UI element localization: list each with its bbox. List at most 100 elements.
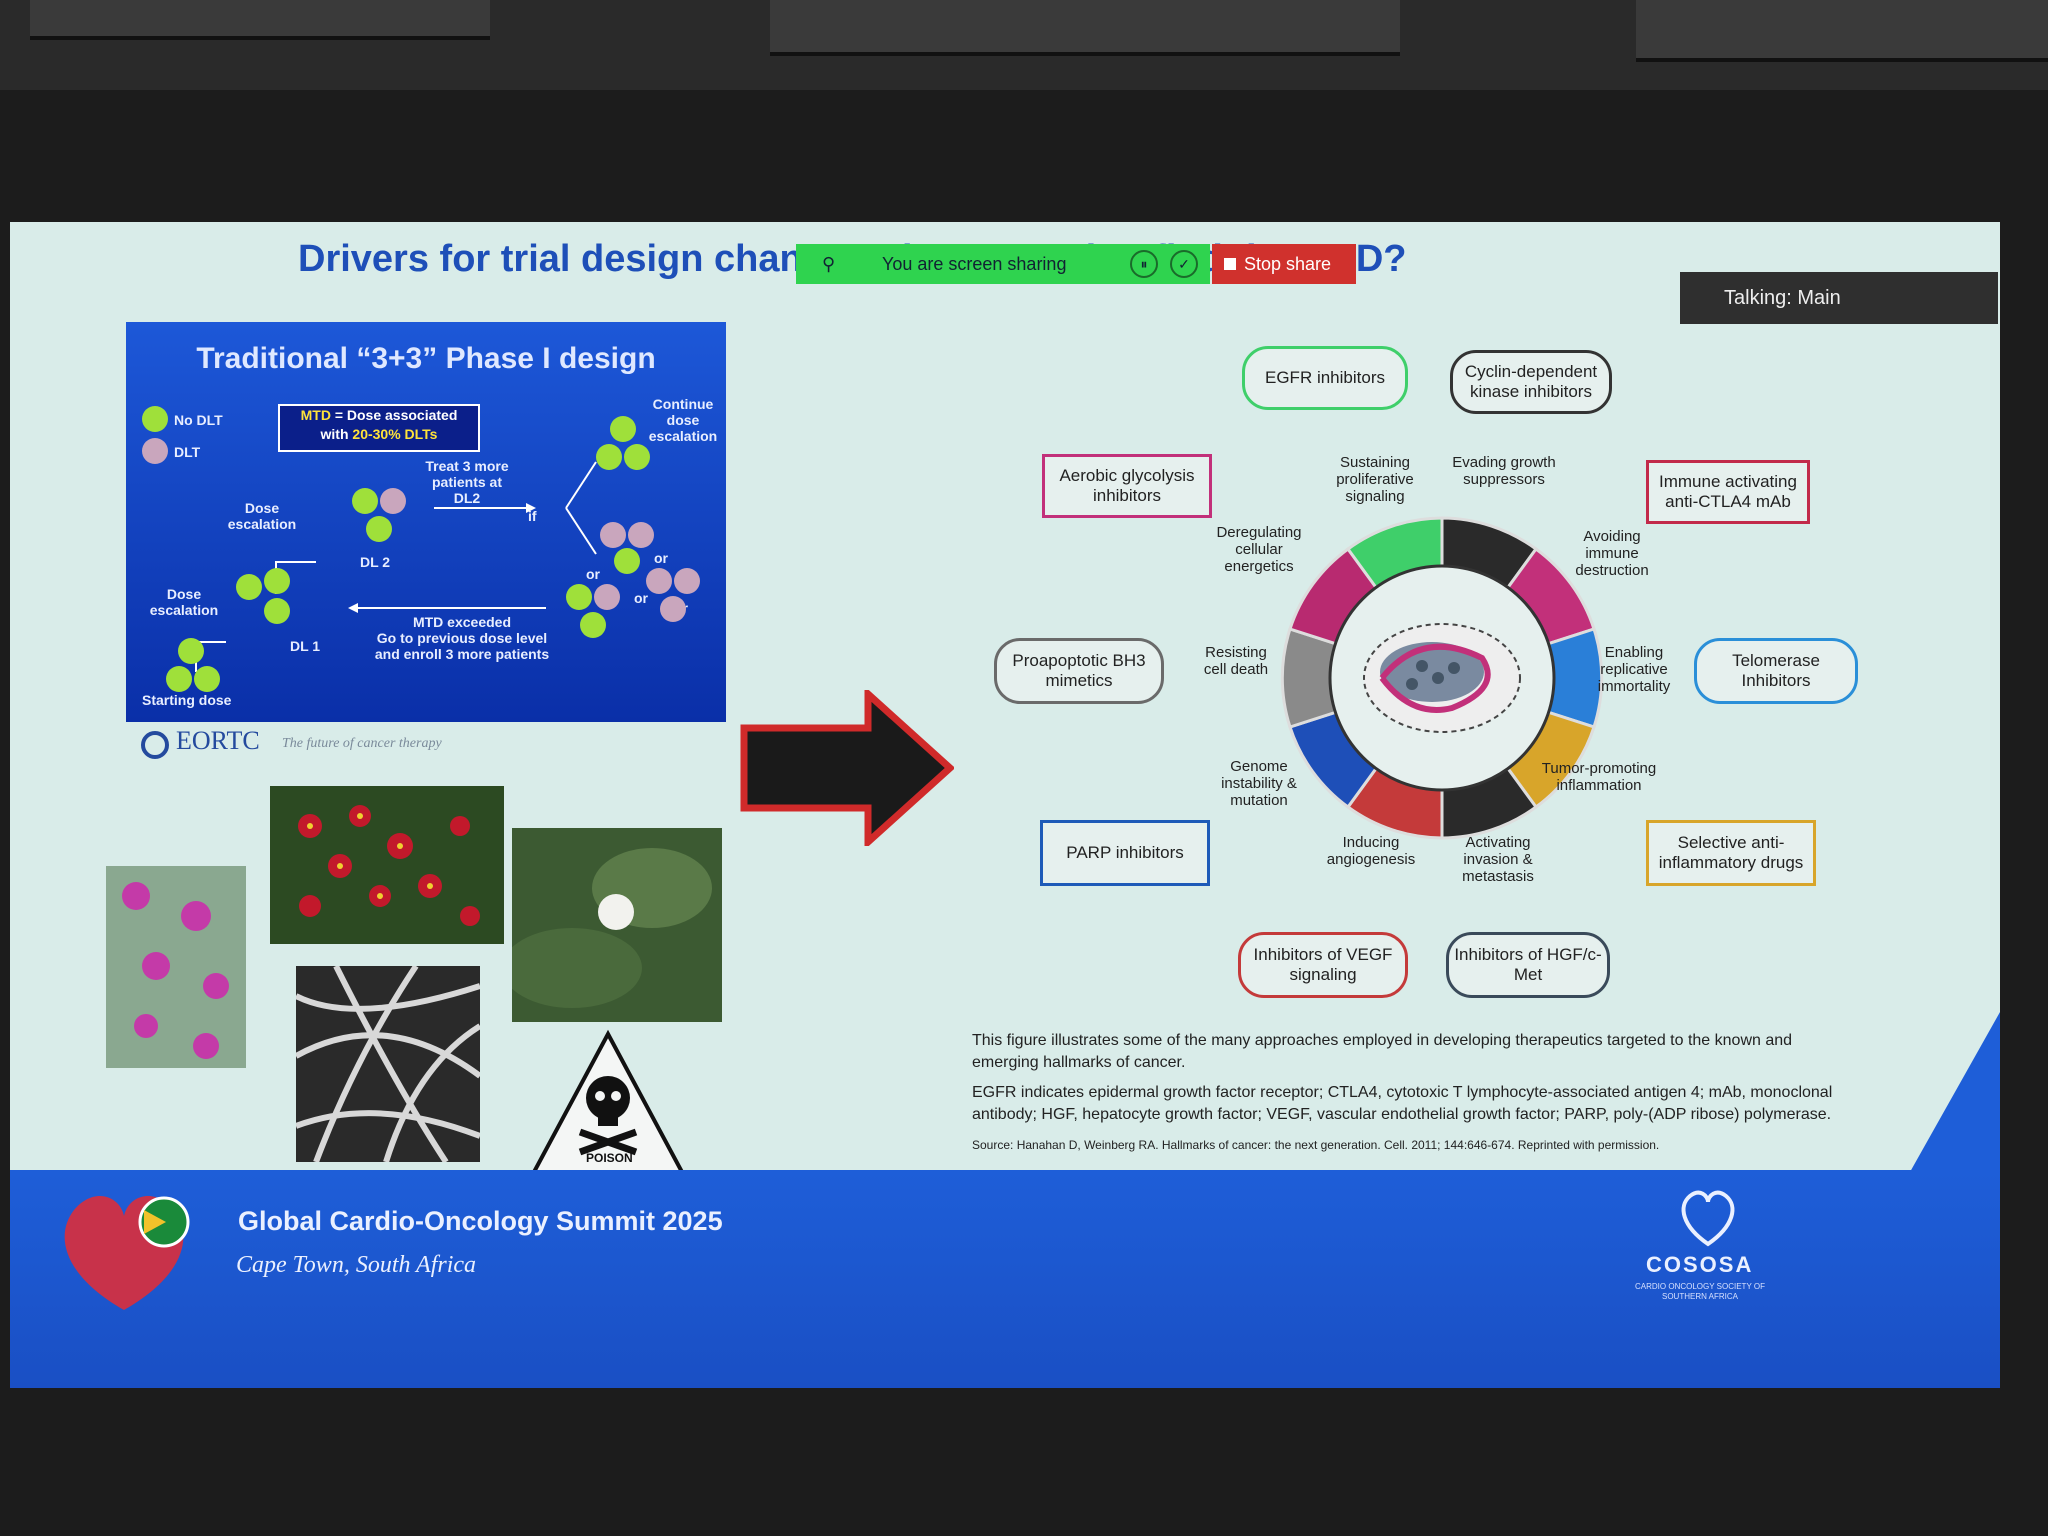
legend-dlt-dot [142,438,168,464]
patient-dot [614,548,640,574]
three-plus-three-panel: Traditional “3+3” Phase I design No DLT … [126,322,726,722]
patient-dot [596,444,622,470]
patient-dot [352,488,378,514]
or-label-1: or [586,566,600,582]
red-flowers-image [298,805,480,926]
if-label: if [528,508,537,524]
mtd-exceeded-line2: Go to previous dose level [376,630,548,646]
eortc-logo-icon [141,731,169,759]
box-hgf-inhibitors: Inhibitors of HGF/c-Met [1446,932,1610,998]
cososa-heart-icon [1681,1190,1735,1247]
label-activating-invasion: Activating invasion & metastasis [1462,834,1534,885]
slide-footer: Global Cardio-Oncology Summit 2025 Cape … [10,1170,2000,1388]
ceiling-light-center [770,0,1400,56]
corner-wedge [1910,1012,2000,1172]
label-tumor-promoting-inflammation: Tumor-promoting inflammation [1541,760,1657,794]
dl2-label: DL 2 [360,554,391,570]
mtd-def-prefix: MTD [300,407,331,423]
photo-white-flower [512,828,722,1022]
patient-dot [566,584,592,610]
mtd-def-rest: = Dose associated [330,407,458,423]
dl1-label: DL 1 [290,638,321,654]
patient-dot [646,568,672,594]
caption-paragraph-2: EGFR indicates epidermal growth factor r… [972,1084,1833,1123]
fungal-fibers-image [296,966,480,1162]
mtd-def-highlight: 20-30% DLTs [352,426,438,442]
treat3-label: Treat 3 more patients at DL2 [425,458,509,506]
talking-indicator: Talking: Main [1680,272,1998,324]
continue-label: Continue dose escalation [648,396,718,444]
big-right-arrow-icon [740,690,954,846]
footer-title: Global Cardio-Oncology Summit 2025 [238,1206,723,1236]
patient-dot [194,666,220,692]
patient-dot [624,444,650,470]
patient-dot [610,416,636,442]
caption-source: Source: Hanahan D, Weinberg RA. Hallmark… [972,1138,1660,1152]
box-parp-inhibitors: PARP inhibitors [1040,820,1210,886]
patient-dot [366,516,392,542]
footer-subtitle: Cape Town, South Africa [236,1252,477,1278]
box-selective-anti-inflammatory: Selective anti-inflammatory drugs [1646,820,1816,886]
label-avoiding-immune-destruction: Avoiding immune destruction [1575,528,1649,579]
label-inducing-angiogenesis: Inducing angiogenesis [1326,834,1416,868]
patient-dot [380,488,406,514]
dose-escalation-upper: Dose escalation [227,500,297,532]
mtd-definition-box: MTD = Dose associated with 20-30% DLTs [278,404,480,452]
panel-title: Traditional “3+3” Phase I design [196,342,656,375]
label-genome-instability: Genome instability & mutation [1221,758,1297,809]
patient-dot [594,584,620,610]
box-telomerase-inhibitors: Telomerase Inhibitors [1694,638,1858,704]
starting-dose-label: Starting dose [142,692,232,708]
label-deregulating-energetics: Deregulating cellular energetics [1216,524,1302,575]
dose-escalation-lower: Dose escalation [149,586,219,618]
patient-dot [660,596,686,622]
patient-dot [236,574,262,600]
legend-no-dlt-label: No DLT [174,412,223,428]
legend-dlt-label: DLT [174,444,201,460]
box-cdk-inhibitors: Cyclin-dependent kinase inhibitors [1450,350,1612,414]
mtd-def-line2-prefix: with [320,426,353,442]
white-flower-image [512,848,712,1008]
box-immune-activating: Immune activating anti-CTLA4 mAb [1646,460,1810,524]
label-evading-suppressors: Evading growth suppressors [1452,454,1556,488]
patient-dot [600,522,626,548]
box-proapoptotic-bh3: Proapoptotic BH3 mimetics [994,638,1164,704]
ceiling-light-right [1636,0,2048,62]
box-egfr-inhibitors: EGFR inhibitors [1242,346,1408,410]
patient-dot [580,612,606,638]
photo-fungal-fibers [296,966,480,1162]
or-label-2: or [654,550,668,566]
poison-label: POISON [586,1151,633,1165]
pin-icon[interactable]: ⚲ [822,253,836,274]
eortc-logo: EORTC [176,726,260,755]
patient-dot [166,666,192,692]
mtd-exceeded-line3: and enroll 3 more patients [374,646,550,662]
eortc-tagline: The future of cancer therapy [282,736,442,751]
ceiling [0,0,2048,90]
patient-dot [264,598,290,624]
periwinkle-image [122,882,229,1059]
projected-slide: Drivers for trial design change – do we … [10,222,2000,1388]
box-aerobic-glycolysis-inhibitors: Aerobic glycolysis inhibitors [1042,454,1212,518]
figure-caption: This figure illustrates some of the many… [972,1030,1852,1164]
label-sustaining-signaling: Sustaining proliferative signaling [1336,454,1414,505]
patient-dot [264,568,290,594]
patient-dot [178,638,204,664]
patient-dot [628,522,654,548]
cososa-subtitle: CARDIO ONCOLOGY SOCIETY OF SOUTHERN AFRI… [1635,1282,1765,1301]
screen-sharing-text: You are screen sharing [882,253,1067,274]
cososa-logo: COSOSA [1646,1252,1754,1277]
stop-share-button[interactable]: Stop share [1212,244,1356,284]
pause-icon[interactable]: ⏸ [1130,250,1158,278]
shield-icon[interactable]: ✓ [1170,250,1198,278]
patient-dot [674,568,700,594]
or-label-3: or [634,590,648,606]
stop-icon [1224,258,1236,270]
box-vegf-inhibitors: Inhibitors of VEGF signaling [1238,932,1408,998]
mtd-exceeded-line1: MTD exceeded [412,614,512,630]
photo-periwinkle [106,866,246,1068]
mtd-exceeded-label: MTD exceeded Go to previous dose level a… [342,614,582,662]
label-enabling-immortality: Enabling replicative immortality [1597,644,1671,695]
legend-no-dlt-dot [142,406,168,432]
screen-sharing-bar[interactable]: ⚲ You are screen sharing ⏸ ✓ [796,244,1210,284]
